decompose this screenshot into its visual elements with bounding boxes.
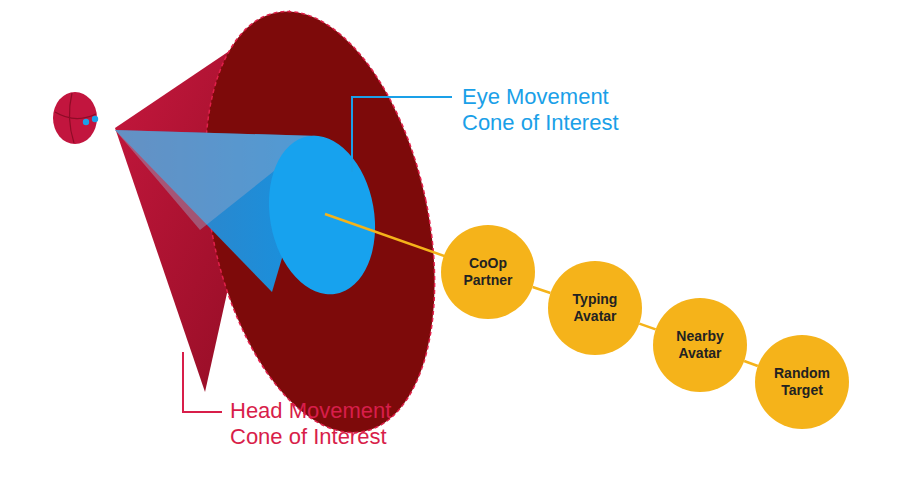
target-circle: Typing Avatar [548, 261, 642, 355]
chain-connector [744, 361, 758, 366]
node-content: Nearby Avatar [664, 328, 736, 362]
target-label: CoOp Partner [452, 255, 524, 289]
eye-cone [115, 127, 387, 303]
target-link [325, 214, 450, 258]
target-label: Nearby Avatar [664, 328, 736, 362]
head-cone-label: Head Movement Cone of Interest [230, 398, 408, 450]
node-content: Random Target [766, 365, 838, 399]
target-circle: Random Target [755, 335, 849, 429]
head-cone [115, 0, 470, 454]
leader-line [352, 97, 452, 172]
target-label: Typing Avatar [559, 291, 631, 325]
node-content: Typing Avatar [559, 291, 631, 325]
chain-connector [639, 324, 655, 330]
head-sphere [53, 92, 98, 144]
chain-connector [533, 287, 551, 293]
eye-cone-label: Eye Movement Cone of Interest [462, 84, 640, 136]
target-circle: CoOp Partner [441, 225, 535, 319]
target-circle: Nearby Avatar [653, 298, 747, 392]
node-content: CoOp Partner [452, 255, 524, 289]
leader-line [183, 352, 222, 412]
target-label: Random Target [766, 365, 838, 399]
